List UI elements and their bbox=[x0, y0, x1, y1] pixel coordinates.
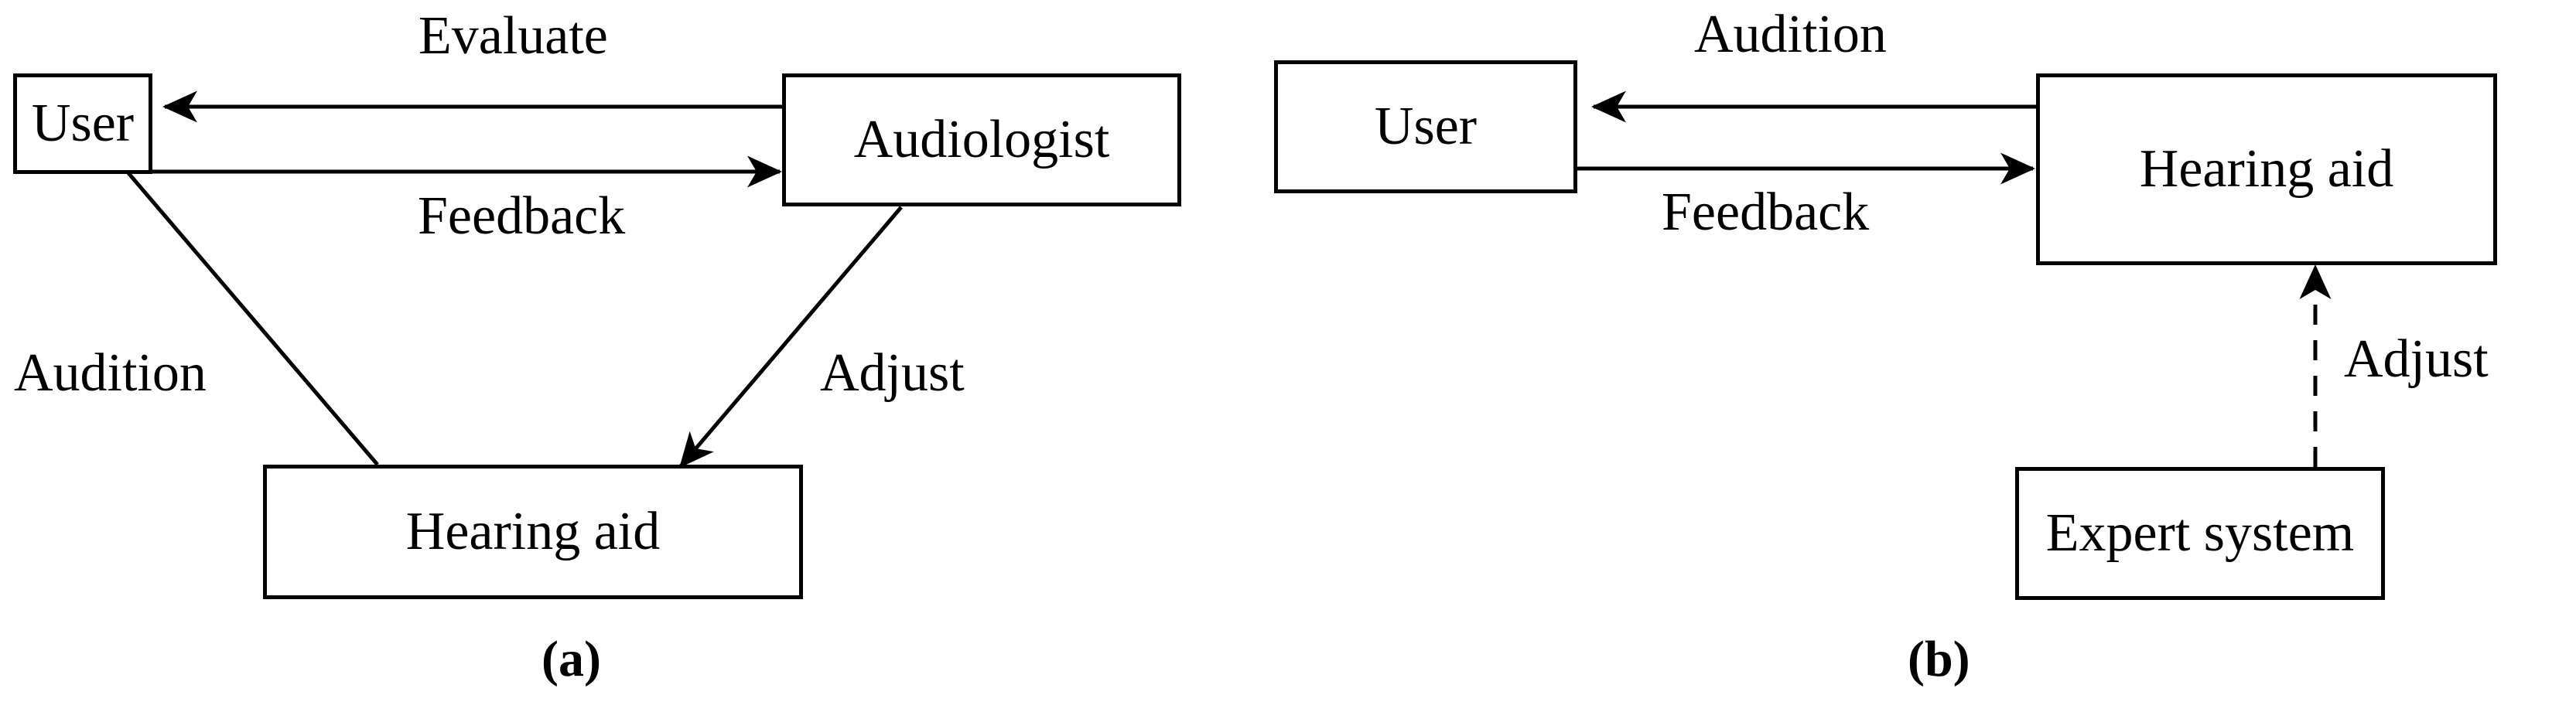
node-user-a[interactable]: User bbox=[13, 73, 152, 174]
edge-adjust-a bbox=[679, 206, 903, 469]
node-expert-system-b[interactable]: Expert system bbox=[2015, 467, 2385, 600]
node-hearing-aid-b[interactable]: Hearing aid bbox=[2036, 73, 2497, 265]
node-expert-system-b-label: Expert system bbox=[2045, 503, 2355, 563]
node-audiologist-a-label: Audiologist bbox=[853, 110, 1110, 169]
node-audiologist-a[interactable]: Audiologist bbox=[782, 73, 1181, 206]
panel-caption-b: (b) bbox=[1908, 631, 1970, 687]
edge-label-adjust-a: Adjust bbox=[820, 343, 965, 403]
node-user-b-label: User bbox=[1374, 97, 1478, 156]
node-hearing-aid-a-label: Hearing aid bbox=[405, 502, 661, 561]
node-user-b[interactable]: User bbox=[1274, 60, 1577, 193]
edge-label-evaluate-a: Evaluate bbox=[419, 6, 608, 66]
edge-audition-a bbox=[91, 129, 379, 466]
node-user-a-label: User bbox=[31, 94, 135, 153]
edge-label-audition-b: Audition bbox=[1694, 5, 1887, 64]
panel-caption-a: (a) bbox=[542, 631, 601, 687]
node-hearing-aid-a[interactable]: Hearing aid bbox=[263, 465, 803, 599]
node-hearing-aid-b-label: Hearing aid bbox=[2139, 139, 2394, 199]
edge-label-feedback-b: Feedback bbox=[1662, 182, 1870, 242]
edge-label-adjust-b: Adjust bbox=[2344, 329, 2489, 389]
edge-label-feedback-a: Feedback bbox=[418, 186, 626, 246]
edge-label-audition-a: Audition bbox=[14, 343, 207, 403]
